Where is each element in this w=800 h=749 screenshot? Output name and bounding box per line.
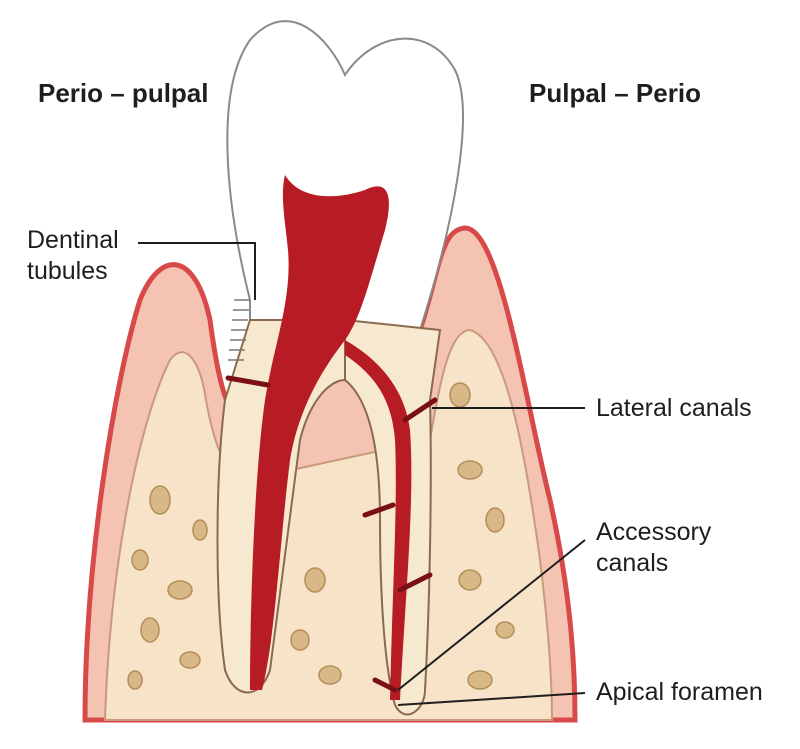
trabecula (192, 519, 208, 541)
canal-branches (225, 375, 438, 693)
trabecula (290, 629, 310, 651)
pulp-chamber (250, 175, 389, 690)
perio-pulpal-label: Perio – pulpal (38, 78, 209, 108)
root-right-dentin (344, 318, 442, 716)
pulpal-perio-label: Pulpal – Perio (529, 78, 701, 108)
leader-apical-foramen (397, 692, 586, 706)
trabecula (127, 670, 143, 690)
trabecula (167, 580, 193, 600)
leader-dentinal-tubules (138, 242, 256, 300)
accessory-canal-2 (397, 572, 433, 593)
trabecula (304, 567, 326, 593)
accessory-canals-label: Accessory canals (596, 517, 711, 578)
accessory-canals-label-line2: canals (596, 548, 669, 577)
lateral-canal-right (402, 397, 438, 423)
crown-enamel (226, 20, 464, 331)
dentinal-tubules-label-line2: tubules (27, 256, 108, 285)
lateral-canal-left (225, 375, 271, 388)
trabecula (131, 549, 149, 571)
trabecula (318, 665, 342, 685)
dentinal-tubules-label: Dentinal tubules (27, 225, 119, 286)
leader-lines (138, 242, 586, 706)
trabecular-pattern (127, 382, 515, 690)
apical-canal (372, 677, 398, 693)
accessory-canals-label-line1: Accessory (596, 518, 712, 546)
pulp-canal-right (345, 340, 412, 700)
accessory-canal-1 (362, 502, 396, 518)
trabecula (149, 485, 171, 515)
trabecula (485, 507, 505, 533)
trabecula (495, 621, 515, 639)
trabecula (179, 651, 201, 669)
lateral-canals-label: Lateral canals (596, 394, 752, 422)
trabecula (140, 617, 160, 643)
trabecula (467, 670, 493, 690)
trabecula (449, 382, 471, 408)
trabecula (457, 460, 483, 480)
leader-accessory-canals (397, 539, 586, 691)
dentinal-tubules-hatch (228, 299, 250, 361)
trabecula (458, 569, 482, 591)
dentinal-tubules-label-line1: Dentinal (27, 226, 119, 254)
apical-foramen-label: Apical foramen (596, 678, 763, 706)
